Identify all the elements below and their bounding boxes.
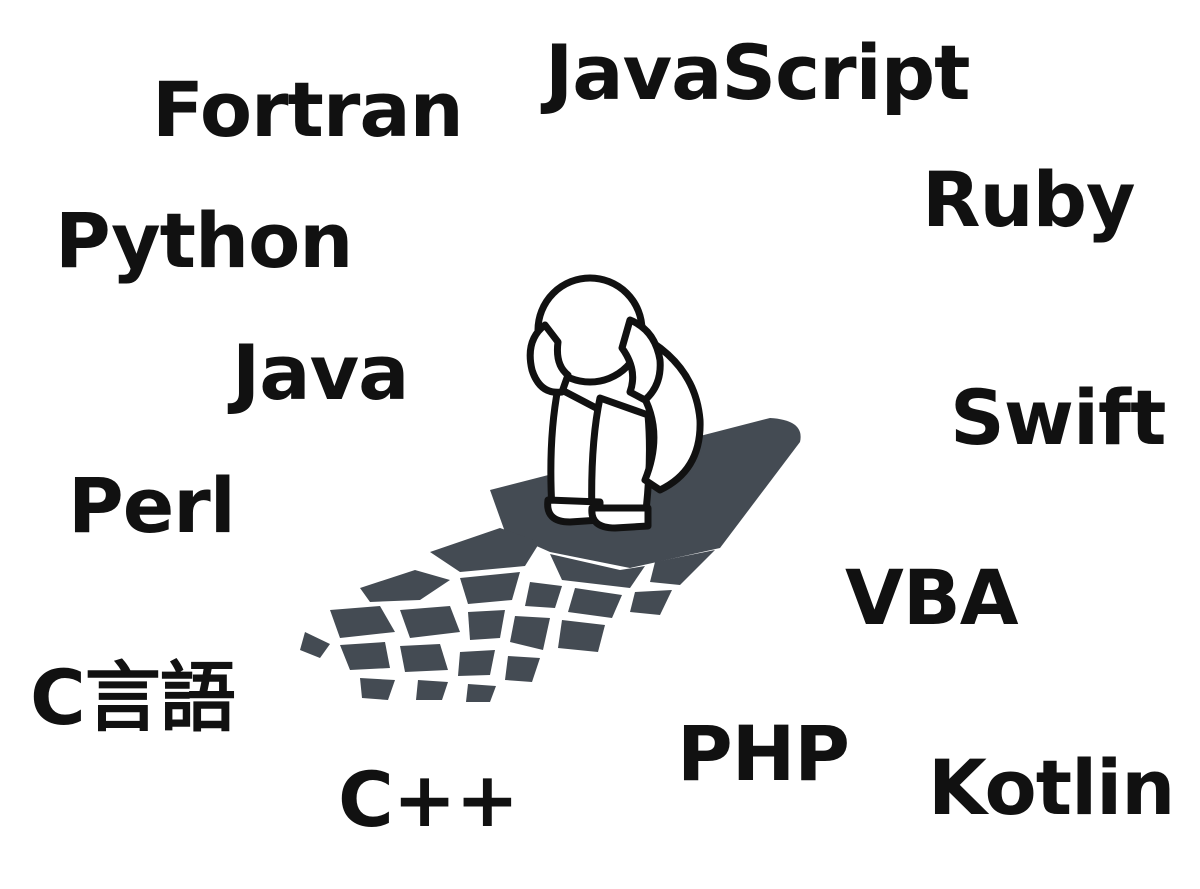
despair-illustration	[300, 274, 801, 702]
label-perl: Perl	[68, 461, 236, 550]
label-javascript: JavaScript	[545, 28, 970, 117]
label-c-language: C言語	[30, 653, 236, 742]
label-swift: Swift	[950, 373, 1166, 462]
label-kotlin: Kotlin	[928, 743, 1175, 832]
label-vba: VBA	[845, 553, 1019, 642]
label-python: Python	[55, 196, 353, 285]
label-ruby: Ruby	[922, 155, 1136, 244]
label-fortran: Fortran	[152, 65, 464, 154]
label-cpp: C++	[338, 755, 519, 844]
label-java: Java	[232, 328, 409, 417]
label-php: PHP	[677, 709, 850, 798]
person-sitting-head-in-hands-icon	[526, 274, 704, 532]
